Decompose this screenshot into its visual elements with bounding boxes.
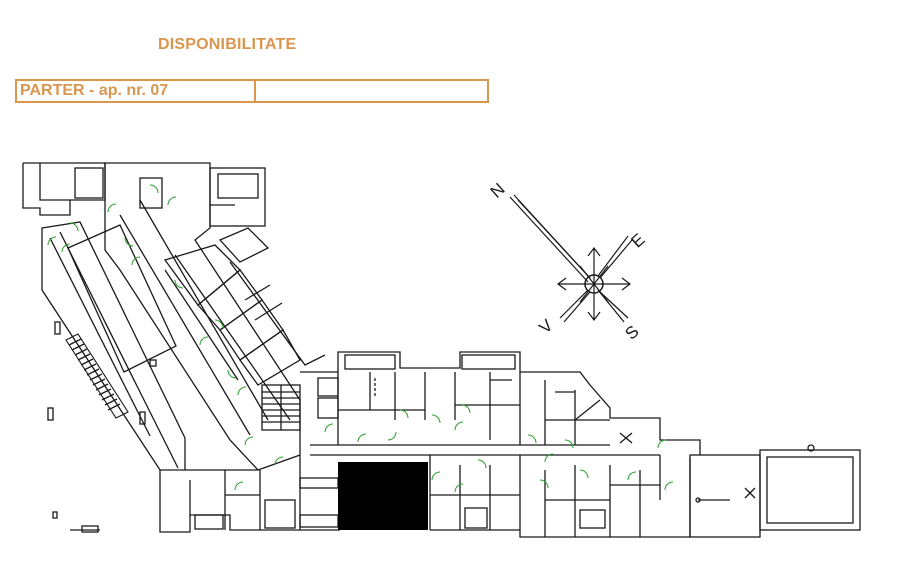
page-title: DISPONIBILITATE xyxy=(158,36,297,53)
floor-info-box: PARTER - ap. nr. 07 xyxy=(15,79,489,103)
floor-apartment-label: PARTER - ap. nr. 07 xyxy=(17,81,256,101)
left-staircase xyxy=(65,333,129,419)
compass-north-label: N xyxy=(487,179,509,201)
highlighted-apartment[interactable] xyxy=(338,462,428,530)
compass-west-label: V xyxy=(536,315,558,337)
compass-south-label: S xyxy=(622,322,643,344)
compass-rose xyxy=(509,194,633,323)
building-walls xyxy=(22,162,861,538)
door-swings xyxy=(47,184,674,493)
compass-east-label: E xyxy=(628,230,649,252)
